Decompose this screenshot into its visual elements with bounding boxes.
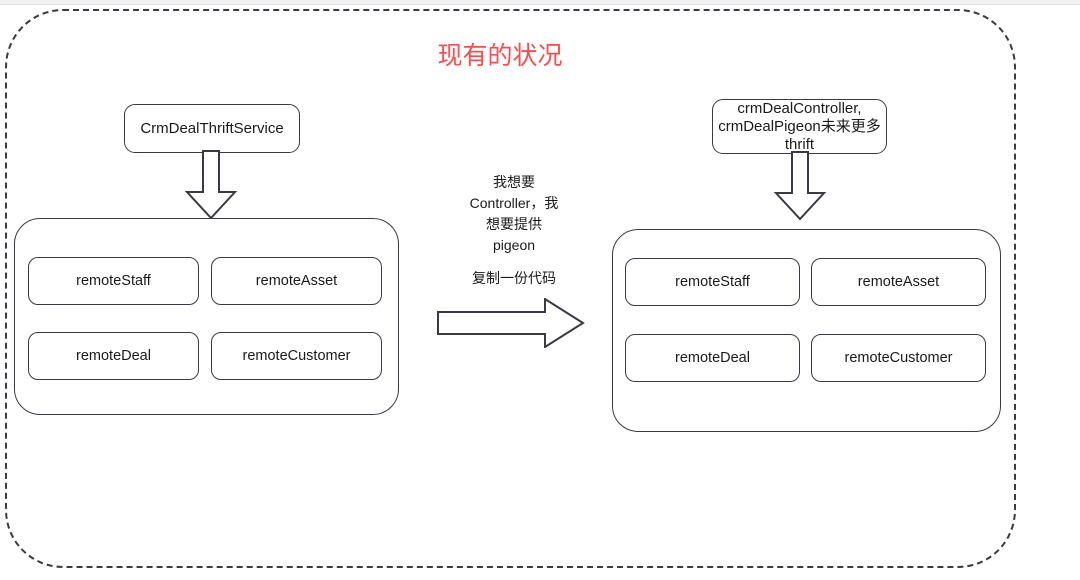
list-item-label: remoteCustomer <box>844 350 953 366</box>
list-item[interactable]: remoteStaff <box>28 257 199 305</box>
service-box-left-label: CrmDealThriftService <box>140 119 284 137</box>
list-item-label: remoteAsset <box>255 273 338 289</box>
window-top-strip <box>0 0 1080 5</box>
list-item-label: remoteStaff <box>76 273 151 289</box>
list-item-label: remoteAsset <box>857 274 940 290</box>
list-item[interactable]: remoteDeal <box>28 332 199 380</box>
block-arrow-right-icon <box>437 297 585 353</box>
list-item[interactable]: remoteDeal <box>625 334 800 382</box>
service-box-left[interactable]: CrmDealThriftService <box>124 104 300 153</box>
block-arrow-down-icon <box>772 151 828 226</box>
annotation-lower: 复制一份代码 <box>472 270 556 286</box>
right-service-group: remoteStaff remoteAsset remoteDeal remot… <box>612 229 1001 432</box>
list-item[interactable]: remoteCustomer <box>811 334 986 382</box>
list-item-label: remoteCustomer <box>242 348 351 364</box>
list-item[interactable]: remoteStaff <box>625 258 800 306</box>
list-item[interactable]: remoteAsset <box>811 258 986 306</box>
list-item[interactable]: remoteAsset <box>211 257 382 305</box>
block-arrow-down-icon <box>183 150 239 225</box>
list-item-label: remoteDeal <box>76 348 151 364</box>
list-item-label: remoteStaff <box>675 274 750 290</box>
list-item-label: remoteDeal <box>675 350 750 366</box>
annotation-upper: 我想要 Controller，我 想要提供 pigeon <box>469 174 559 253</box>
service-box-right[interactable]: crmDealController, crmDealPigeon未来更多 thr… <box>712 99 887 154</box>
page-title: 现有的状况 <box>437 42 563 70</box>
left-service-group: remoteStaff remoteAsset remoteDeal remot… <box>14 218 399 415</box>
dashed-outer-frame <box>5 9 1016 568</box>
service-box-right-label: crmDealController, crmDealPigeon未来更多 thr… <box>718 99 881 153</box>
list-item[interactable]: remoteCustomer <box>211 332 382 380</box>
